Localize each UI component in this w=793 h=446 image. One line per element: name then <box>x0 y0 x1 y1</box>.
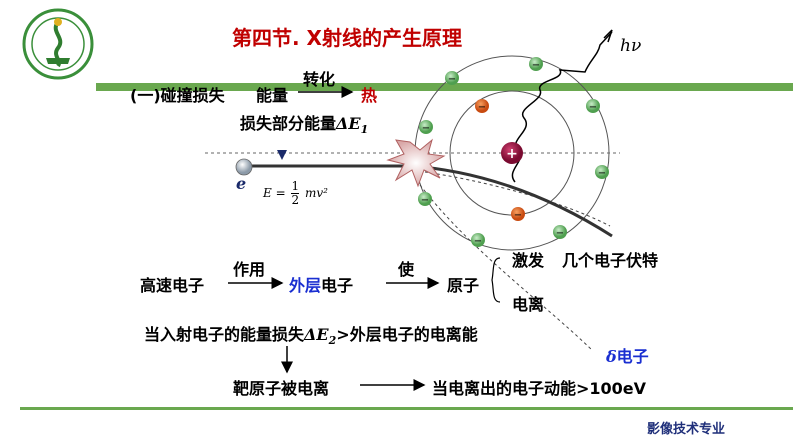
condition-post: >外层电子的电离能 <box>336 325 477 344</box>
outer-electron: − <box>529 57 543 71</box>
outer-electron: − <box>586 99 600 113</box>
svg-text:+: + <box>506 146 518 162</box>
outer-electron: − <box>471 233 485 247</box>
velocity-marker <box>277 150 287 160</box>
svg-text:−: − <box>556 228 564 239</box>
outer-electron: − <box>418 192 432 206</box>
formula-numerator: 1 <box>291 180 299 194</box>
incident-electron <box>236 159 252 175</box>
delta-electron-label: δ电子 <box>606 343 649 367</box>
condition-label: 当入射电子的能量损失ΔE2>外层电子的电离能 <box>144 321 478 347</box>
formula-fraction: 1 2 <box>291 180 299 207</box>
acts-on-label: 作用 <box>233 256 265 280</box>
outer-electron: − <box>595 165 609 179</box>
result-label: 当电离出的电子动能>100eV <box>432 375 646 399</box>
inner-electron: − <box>511 207 525 221</box>
svg-text:−: − <box>478 102 486 113</box>
outer-electron: − <box>553 225 567 239</box>
photon-hv-label: hν <box>620 36 641 56</box>
electron-volts-label: 几个电子伏特 <box>562 247 658 271</box>
delta-electron-text: 电子 <box>617 347 649 366</box>
delta-symbol: δ <box>606 347 617 366</box>
condition-pre: 当入射电子的能量损失 <box>144 325 304 344</box>
svg-text:−: − <box>598 168 606 179</box>
target-ionized-label: 靶原子被电离 <box>233 375 329 399</box>
footer-department: 影像技术专业 <box>647 418 725 437</box>
electron-e-label: e <box>236 174 246 193</box>
kinetic-energy-formula: E = 1 2 mv² <box>263 180 328 207</box>
formula-rhs: mv² <box>305 186 328 200</box>
svg-text:−: − <box>589 102 597 113</box>
svg-text:−: − <box>514 210 522 221</box>
ionize-label: 电离 <box>512 291 544 315</box>
svg-text:−: − <box>422 123 430 134</box>
formula-lhs: E = <box>263 186 286 200</box>
inner-electron: − <box>475 99 489 113</box>
svg-text:−: − <box>532 60 540 71</box>
svg-text:−: − <box>421 195 429 206</box>
causes-label: 使 <box>398 256 414 280</box>
atom-label: 原子 <box>447 272 479 296</box>
outer-electron: − <box>419 120 433 134</box>
collision-burst <box>388 140 444 186</box>
outer-electron: − <box>445 71 459 85</box>
outer-word: 外层 <box>289 276 321 295</box>
svg-text:−: − <box>448 74 456 85</box>
outer-electron-label: 外层电子 <box>289 272 353 296</box>
svg-text:−: − <box>474 236 482 247</box>
condition-delta-e: ΔE <box>304 325 329 344</box>
excite-label: 激发 <box>512 247 544 271</box>
formula-denominator: 2 <box>291 194 299 207</box>
fast-electron-label: 高速电子 <box>140 272 204 296</box>
electron-word: 电子 <box>321 276 353 295</box>
